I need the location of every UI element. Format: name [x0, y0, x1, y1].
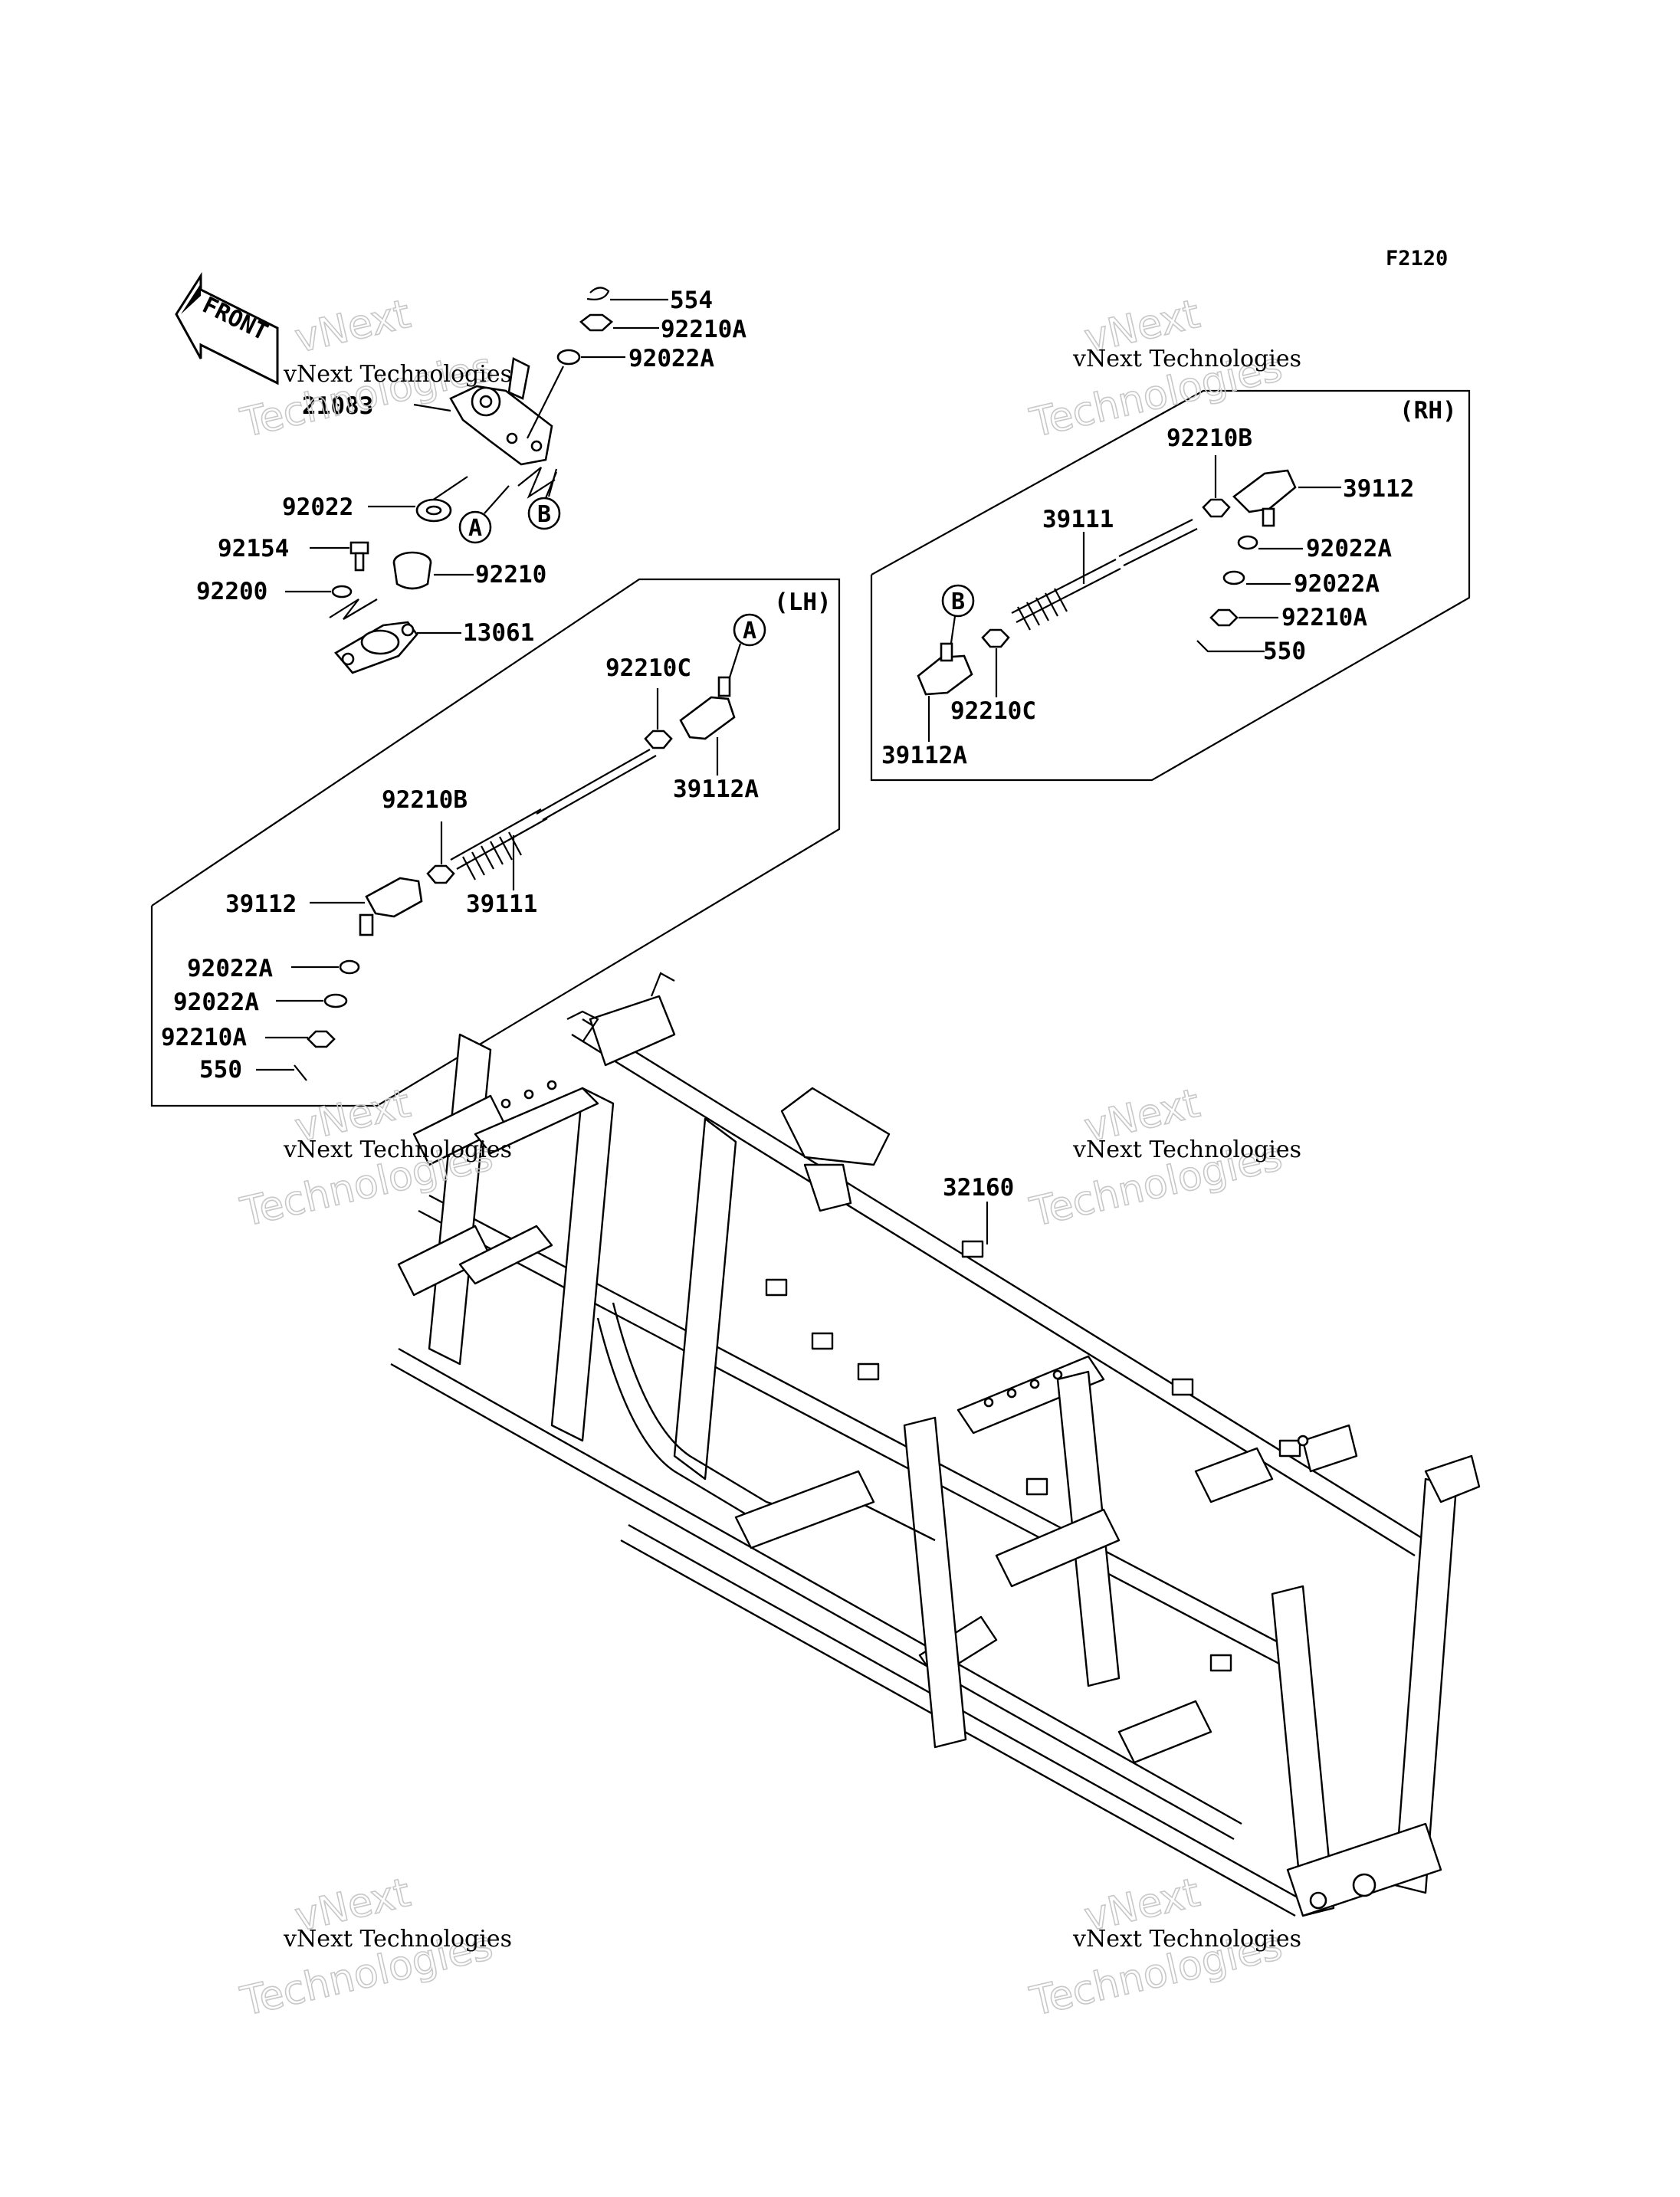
lh-label-92210b: 92210B	[382, 786, 468, 814]
rh-label-39112: 39112	[1343, 475, 1414, 503]
rh-label-92022a-1: 92022A	[1306, 535, 1392, 562]
figure-code: F2120	[1386, 247, 1448, 271]
ref-a-marker	[458, 510, 492, 544]
lh-label-39111: 39111	[466, 890, 537, 918]
label-92154: 92154	[218, 535, 289, 562]
rh-label-92210c: 92210C	[950, 697, 1036, 725]
label-32160: 32160	[943, 1174, 1014, 1202]
lh-tie-rod-group: (LH) A 92210C 39112A	[150, 578, 841, 1107]
svg-text:vNext Technologies: vNext Technologies	[283, 361, 512, 388]
svg-text:A: A	[468, 515, 482, 542]
lh-label-92210a: 92210A	[161, 1024, 247, 1051]
rh-label-39111: 39111	[1042, 506, 1114, 533]
nut-icon	[579, 313, 614, 332]
steering-shaft-group: A B 554 92210A 92022A 21083 92022 92154 …	[196, 287, 746, 674]
lh-section-label: (LH)	[774, 589, 832, 616]
frame-32160: 32160	[390, 972, 1481, 1917]
lh-label-92022a-1: 92022A	[187, 955, 273, 982]
rh-section-label: (RH)	[1399, 397, 1457, 425]
label-21083: 21083	[302, 392, 373, 420]
pitman-arm-icon	[449, 385, 553, 466]
svg-text:B: B	[951, 589, 965, 615]
rh-label-39112a: 39112A	[881, 742, 967, 769]
lh-label-92210c: 92210C	[605, 654, 691, 682]
lh-label-39112a: 39112A	[673, 776, 759, 803]
svg-text:vNext Technologies: vNext Technologies	[1072, 1926, 1301, 1953]
svg-text:vNext: vNext	[290, 291, 415, 362]
svg-text:vNext Technologies: vNext Technologies	[1072, 346, 1301, 372]
ref-b-marker	[527, 497, 561, 530]
svg-text:B: B	[537, 501, 551, 528]
front-arrow-icon: FRONT	[175, 271, 279, 385]
rh-label-550: 550	[1263, 638, 1306, 665]
lh-label-39112: 39112	[225, 890, 297, 918]
svg-text:vNext Technologies: vNext Technologies	[283, 1136, 512, 1163]
svg-text:A: A	[743, 618, 756, 644]
rh-tie-rod-group: (RH) B 92210B 39112 391	[870, 389, 1471, 782]
svg-text:vNext Technologies: vNext Technologies	[1072, 1136, 1301, 1163]
cotter-pin-icon	[586, 287, 610, 300]
lh-label-92022a-2: 92022A	[173, 989, 259, 1016]
watermarks: vNext Technologies vNext Technologies vN…	[236, 290, 1301, 2025]
label-92210: 92210	[475, 561, 546, 589]
label-554: 554	[670, 287, 713, 314]
svg-text:vNext Technologies: vNext Technologies	[283, 1926, 512, 1953]
rh-label-92210b: 92210B	[1166, 425, 1252, 452]
washer-icon	[556, 349, 581, 366]
rh-label-92022a-2: 92022A	[1294, 570, 1380, 598]
label-92200: 92200	[196, 578, 267, 605]
lh-label-550: 550	[199, 1056, 242, 1084]
label-92022: 92022	[282, 494, 353, 521]
rh-label-92210a: 92210A	[1281, 604, 1367, 631]
label-13061: 13061	[463, 619, 534, 647]
label-92210a: 92210A	[661, 316, 746, 343]
bolt-icon	[349, 541, 369, 555]
label-92022a: 92022A	[628, 345, 714, 372]
